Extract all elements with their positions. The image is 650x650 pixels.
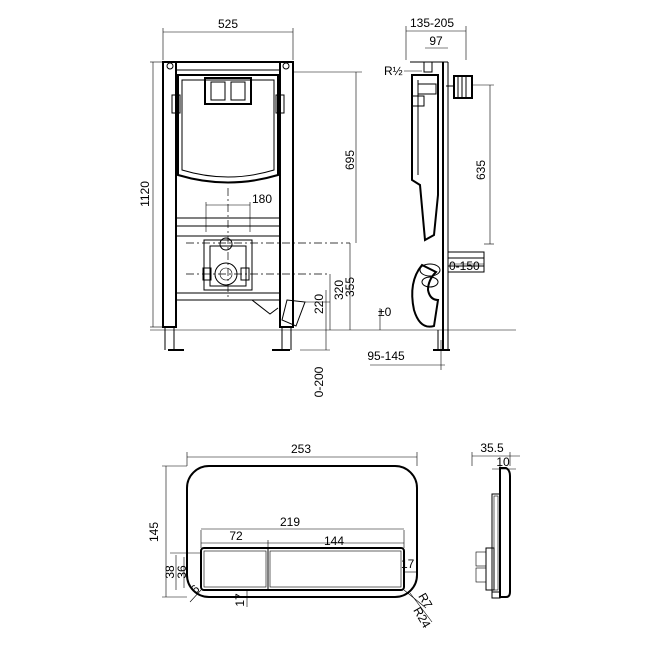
dim-320: 320: [332, 280, 346, 300]
dim-0-200: 0-200: [312, 366, 326, 397]
radius-small: R7: [415, 591, 435, 612]
left-button-dim: 72: [229, 529, 243, 543]
plate-side-view: 35.5 10: [471, 441, 520, 599]
dim-180: 180: [252, 192, 272, 206]
dim-38: 38: [163, 565, 177, 579]
right-button-dim: 144: [324, 534, 344, 548]
plate-front-view: 253 145 219 72 144 38 36 17 17 6: [147, 442, 435, 631]
frame-side-view: 135-205 97 R½ 635 0-150 ±0 95-145: [367, 16, 494, 370]
dim-220: 220: [312, 294, 326, 314]
dim-10: 10: [496, 455, 510, 469]
plate-width-dim: 253: [291, 442, 311, 456]
dim-36: 36: [175, 565, 189, 579]
dim-695: 695: [343, 150, 357, 170]
thread-label: R½: [384, 64, 403, 78]
frame-width-dim: 525: [218, 17, 238, 31]
side-depth-dim: 135-205: [410, 16, 454, 30]
plate-height-dim: 145: [147, 522, 161, 542]
dim-17-right: 17: [401, 557, 415, 571]
dim-95-145: 95-145: [367, 349, 405, 363]
dim-97: 97: [429, 34, 443, 48]
frame-height-dim: 1120: [138, 181, 152, 207]
buttons-width-dim: 219: [280, 515, 300, 529]
frame-front-view: 525 1120 180 695 355 320 220 0-200: [138, 17, 516, 397]
plate-depth-dim: 35.5: [480, 441, 504, 455]
dim-17-bottom: 17: [233, 593, 247, 607]
dim-0-150: 0-150: [449, 259, 480, 273]
dim-635: 635: [474, 160, 488, 180]
radius-large: R24: [410, 605, 433, 631]
dim-355: 355: [343, 277, 357, 297]
floor-mark: ±0: [378, 305, 392, 319]
